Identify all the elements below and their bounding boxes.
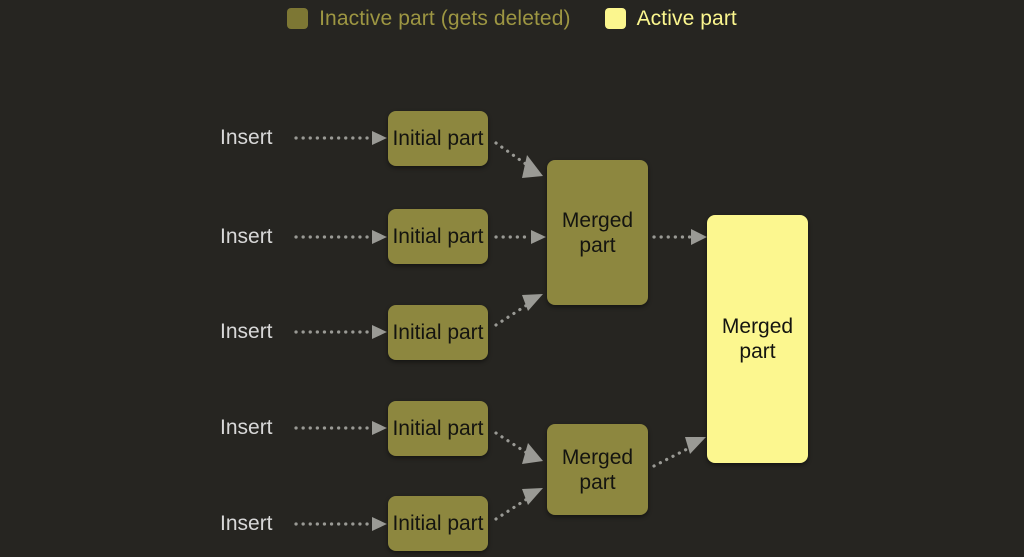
insert-label-3: Insert bbox=[220, 320, 273, 343]
legend-label-inactive: Inactive part (gets deleted) bbox=[319, 7, 571, 30]
legend: Inactive part (gets deleted) Active part bbox=[0, 8, 1024, 29]
insert-label-4: Insert bbox=[220, 416, 273, 439]
legend-item-inactive: Inactive part (gets deleted) bbox=[287, 8, 570, 29]
insert-label-2: Insert bbox=[220, 225, 273, 248]
merge-arrow-4 bbox=[494, 431, 543, 464]
merge-arrow-5 bbox=[494, 488, 543, 521]
initial-part-node-2[interactable]: Initial part bbox=[388, 209, 488, 264]
merge-arrow-1 bbox=[494, 141, 543, 178]
insert-label-1: Insert bbox=[220, 126, 273, 149]
legend-label-active: Active part bbox=[636, 7, 737, 30]
merged-part-node-2[interactable]: Merged part bbox=[547, 424, 648, 515]
merge-arrow-3 bbox=[494, 294, 543, 327]
final-arrow-bottom bbox=[652, 437, 706, 468]
insert-arrow-1 bbox=[294, 131, 387, 145]
initial-part-node-5[interactable]: Initial part bbox=[388, 496, 488, 551]
insert-arrow-3 bbox=[294, 325, 387, 339]
insert-arrow-4 bbox=[294, 421, 387, 435]
initial-part-node-3[interactable]: Initial part bbox=[388, 305, 488, 360]
merged-part-node-1[interactable]: Merged part bbox=[547, 160, 648, 305]
square-swatch-icon bbox=[604, 8, 626, 29]
legend-item-active: Active part bbox=[604, 7, 737, 30]
insert-arrow-2 bbox=[294, 230, 387, 244]
insert-arrow-5 bbox=[294, 517, 387, 531]
final-arrow-top bbox=[652, 229, 707, 245]
square-swatch-icon bbox=[287, 8, 309, 29]
merge-arrow-2 bbox=[494, 230, 546, 244]
initial-part-node-1[interactable]: Initial part bbox=[388, 111, 488, 166]
insert-label-5: Insert bbox=[220, 512, 273, 535]
final-merged-part-node[interactable]: Merged part bbox=[707, 215, 808, 463]
initial-part-node-4[interactable]: Initial part bbox=[388, 401, 488, 456]
